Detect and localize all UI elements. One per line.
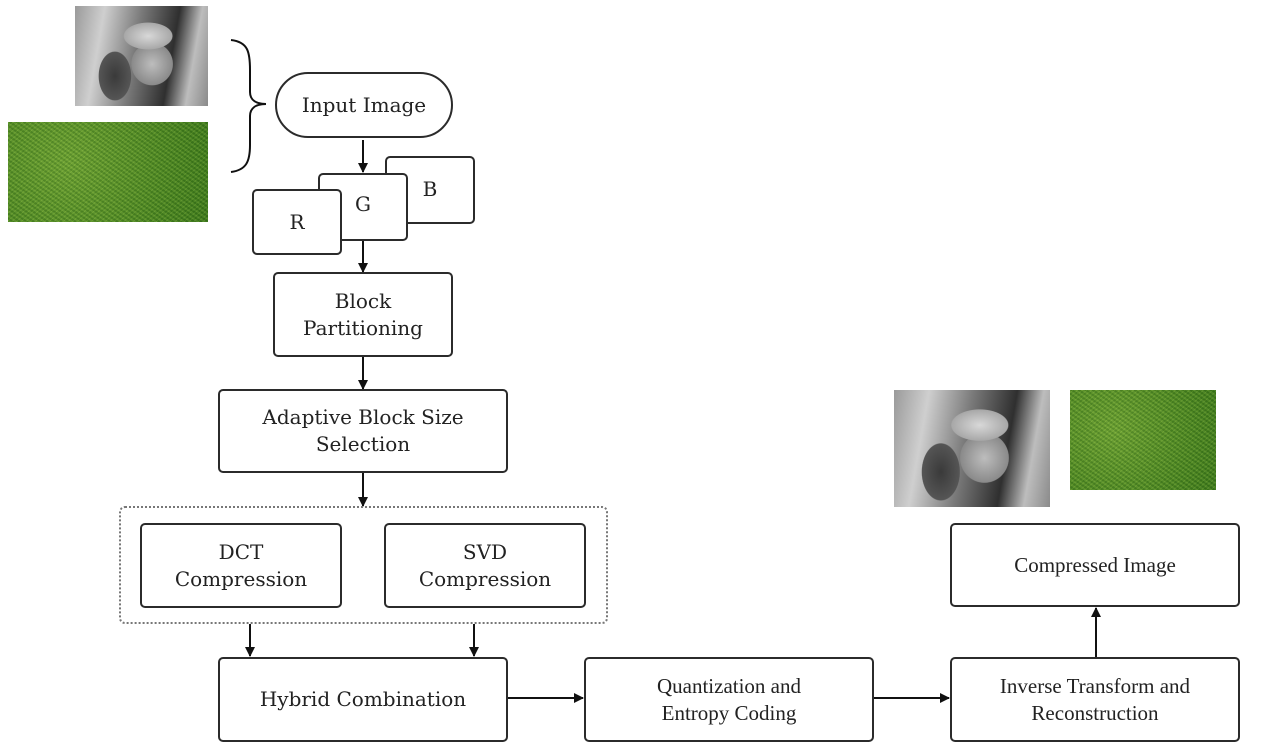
channel-b-label: B — [422, 177, 438, 201]
inverse-transform-node: Inverse Transform and Reconstruction — [950, 657, 1240, 742]
channel-r-label: R — [289, 209, 305, 234]
quantization-line1: Quantization and — [656, 673, 802, 698]
input-brace — [230, 39, 267, 173]
input-image-node: Input Image — [275, 72, 453, 138]
dct-compression-node: DCT Compression — [140, 523, 342, 608]
inverse-line2: Reconstruction — [1031, 700, 1159, 725]
output-portrait-image — [894, 390, 1050, 507]
adaptive-line1: Adaptive Block Size — [262, 405, 464, 429]
dct-line2: Compression — [174, 566, 308, 591]
compressed-image-node: Compressed Image — [950, 523, 1240, 607]
input-image-label: Input Image — [301, 93, 427, 117]
hybrid-label: Hybrid Combination — [259, 687, 467, 711]
adaptive-block-size-node: Adaptive Block Size Selection — [218, 389, 508, 473]
output-grass-image — [1070, 390, 1216, 490]
adaptive-line2: Selection — [315, 432, 411, 456]
svd-line1: SVD — [462, 539, 508, 564]
block-partitioning-line1: Block — [334, 288, 392, 313]
compression-group — [119, 506, 608, 624]
quantization-node: Quantization and Entropy Coding — [584, 657, 874, 742]
channel-r-node: R — [252, 189, 342, 255]
hybrid-combination-node: Hybrid Combination — [218, 657, 508, 742]
channel-g-label: G — [355, 192, 371, 216]
compressed-label: Compressed Image — [1014, 552, 1176, 577]
block-partitioning-line2: Partitioning — [303, 315, 423, 340]
quantization-line2: Entropy Coding — [661, 700, 797, 725]
svd-line2: Compression — [418, 566, 552, 591]
dct-line1: DCT — [218, 539, 264, 564]
block-partitioning-node: Block Partitioning — [273, 272, 453, 357]
input-portrait-image — [75, 6, 208, 106]
input-grass-image — [8, 122, 208, 222]
svd-compression-node: SVD Compression — [384, 523, 586, 608]
inverse-line1: Inverse Transform and — [999, 673, 1191, 698]
